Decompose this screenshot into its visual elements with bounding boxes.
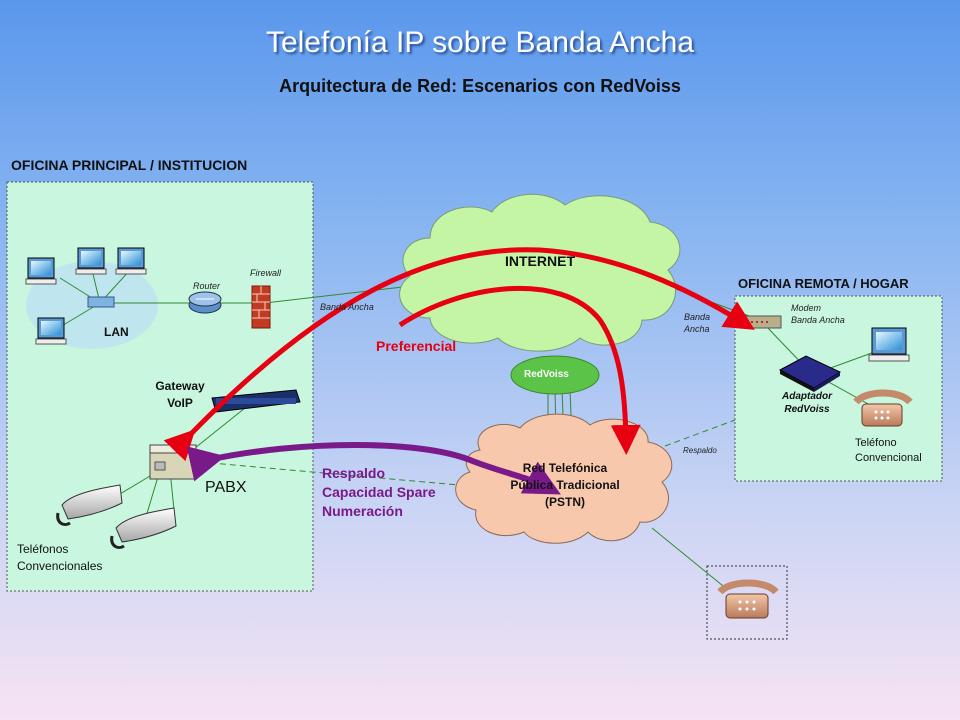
preferential-arrow-remote [163,247,755,462]
external-phone-box [706,565,788,640]
internet-label: INTERNET [505,253,575,269]
modem-label: Modem Banda Ancha [791,303,845,325]
main-office-heading: OFICINA PRINCIPAL / INSTITUCION [11,157,248,173]
backup-line-3: Numeración [322,503,403,519]
remote-phone-label: Teléfono Convencional [855,437,922,464]
lan-pc-icon [115,247,147,275]
lan-pc-icon [25,257,57,285]
redvoiss-adapter-icon [778,355,842,392]
preferential-label: Preferencial [376,338,457,354]
backup-labels: Respaldo Capacidad Spare Numeración [322,464,436,521]
firewall-icon [251,285,271,329]
pabx-label: PABX [205,479,247,496]
redvoiss-label: RedVoiss [524,369,569,380]
router-label: Router [193,281,221,291]
remote-phone-icon [853,389,913,427]
pabx-icon [149,444,197,480]
remote-pc-icon [868,327,910,362]
lan-label: LAN [104,325,129,339]
page-title: Telefonía IP sobre Banda Ancha [265,26,695,59]
remote-office-heading: OFICINA REMOTA / HOGAR [738,276,909,291]
backup-line-2: Capacidad Spare [322,484,436,500]
office-phone-icon [110,507,177,550]
lan-pc-icon [75,247,107,275]
backup-small-label: Respaldo [683,446,717,455]
page-subtitle: Arquitectura de Red: Escenarios con RedV… [279,76,681,96]
modem-icon [744,315,782,329]
lan-switch-icon [87,296,115,308]
office-phone-icon [56,484,123,527]
preferential-arrow-pstn [398,285,641,455]
adapter-label: Adaptador RedVoiss [782,391,832,415]
office-phones-label: Teléfonos Convencionales [17,542,103,573]
router-icon [188,291,222,314]
firewall-label: Firewall [250,268,282,278]
pstn-label: Red Telefónica Pública Tradicional (PSTN… [510,461,620,509]
broadband-right-label: Banda Ancha [684,312,711,334]
external-phone-icon [717,579,779,619]
backup-arrow [186,442,561,495]
backup-line-1: Respaldo [322,465,386,481]
lan-pc-icon [35,317,67,345]
gateway-label: Gateway VoIP [155,379,205,410]
broadband-left-label: Banda Ancha [320,302,374,312]
